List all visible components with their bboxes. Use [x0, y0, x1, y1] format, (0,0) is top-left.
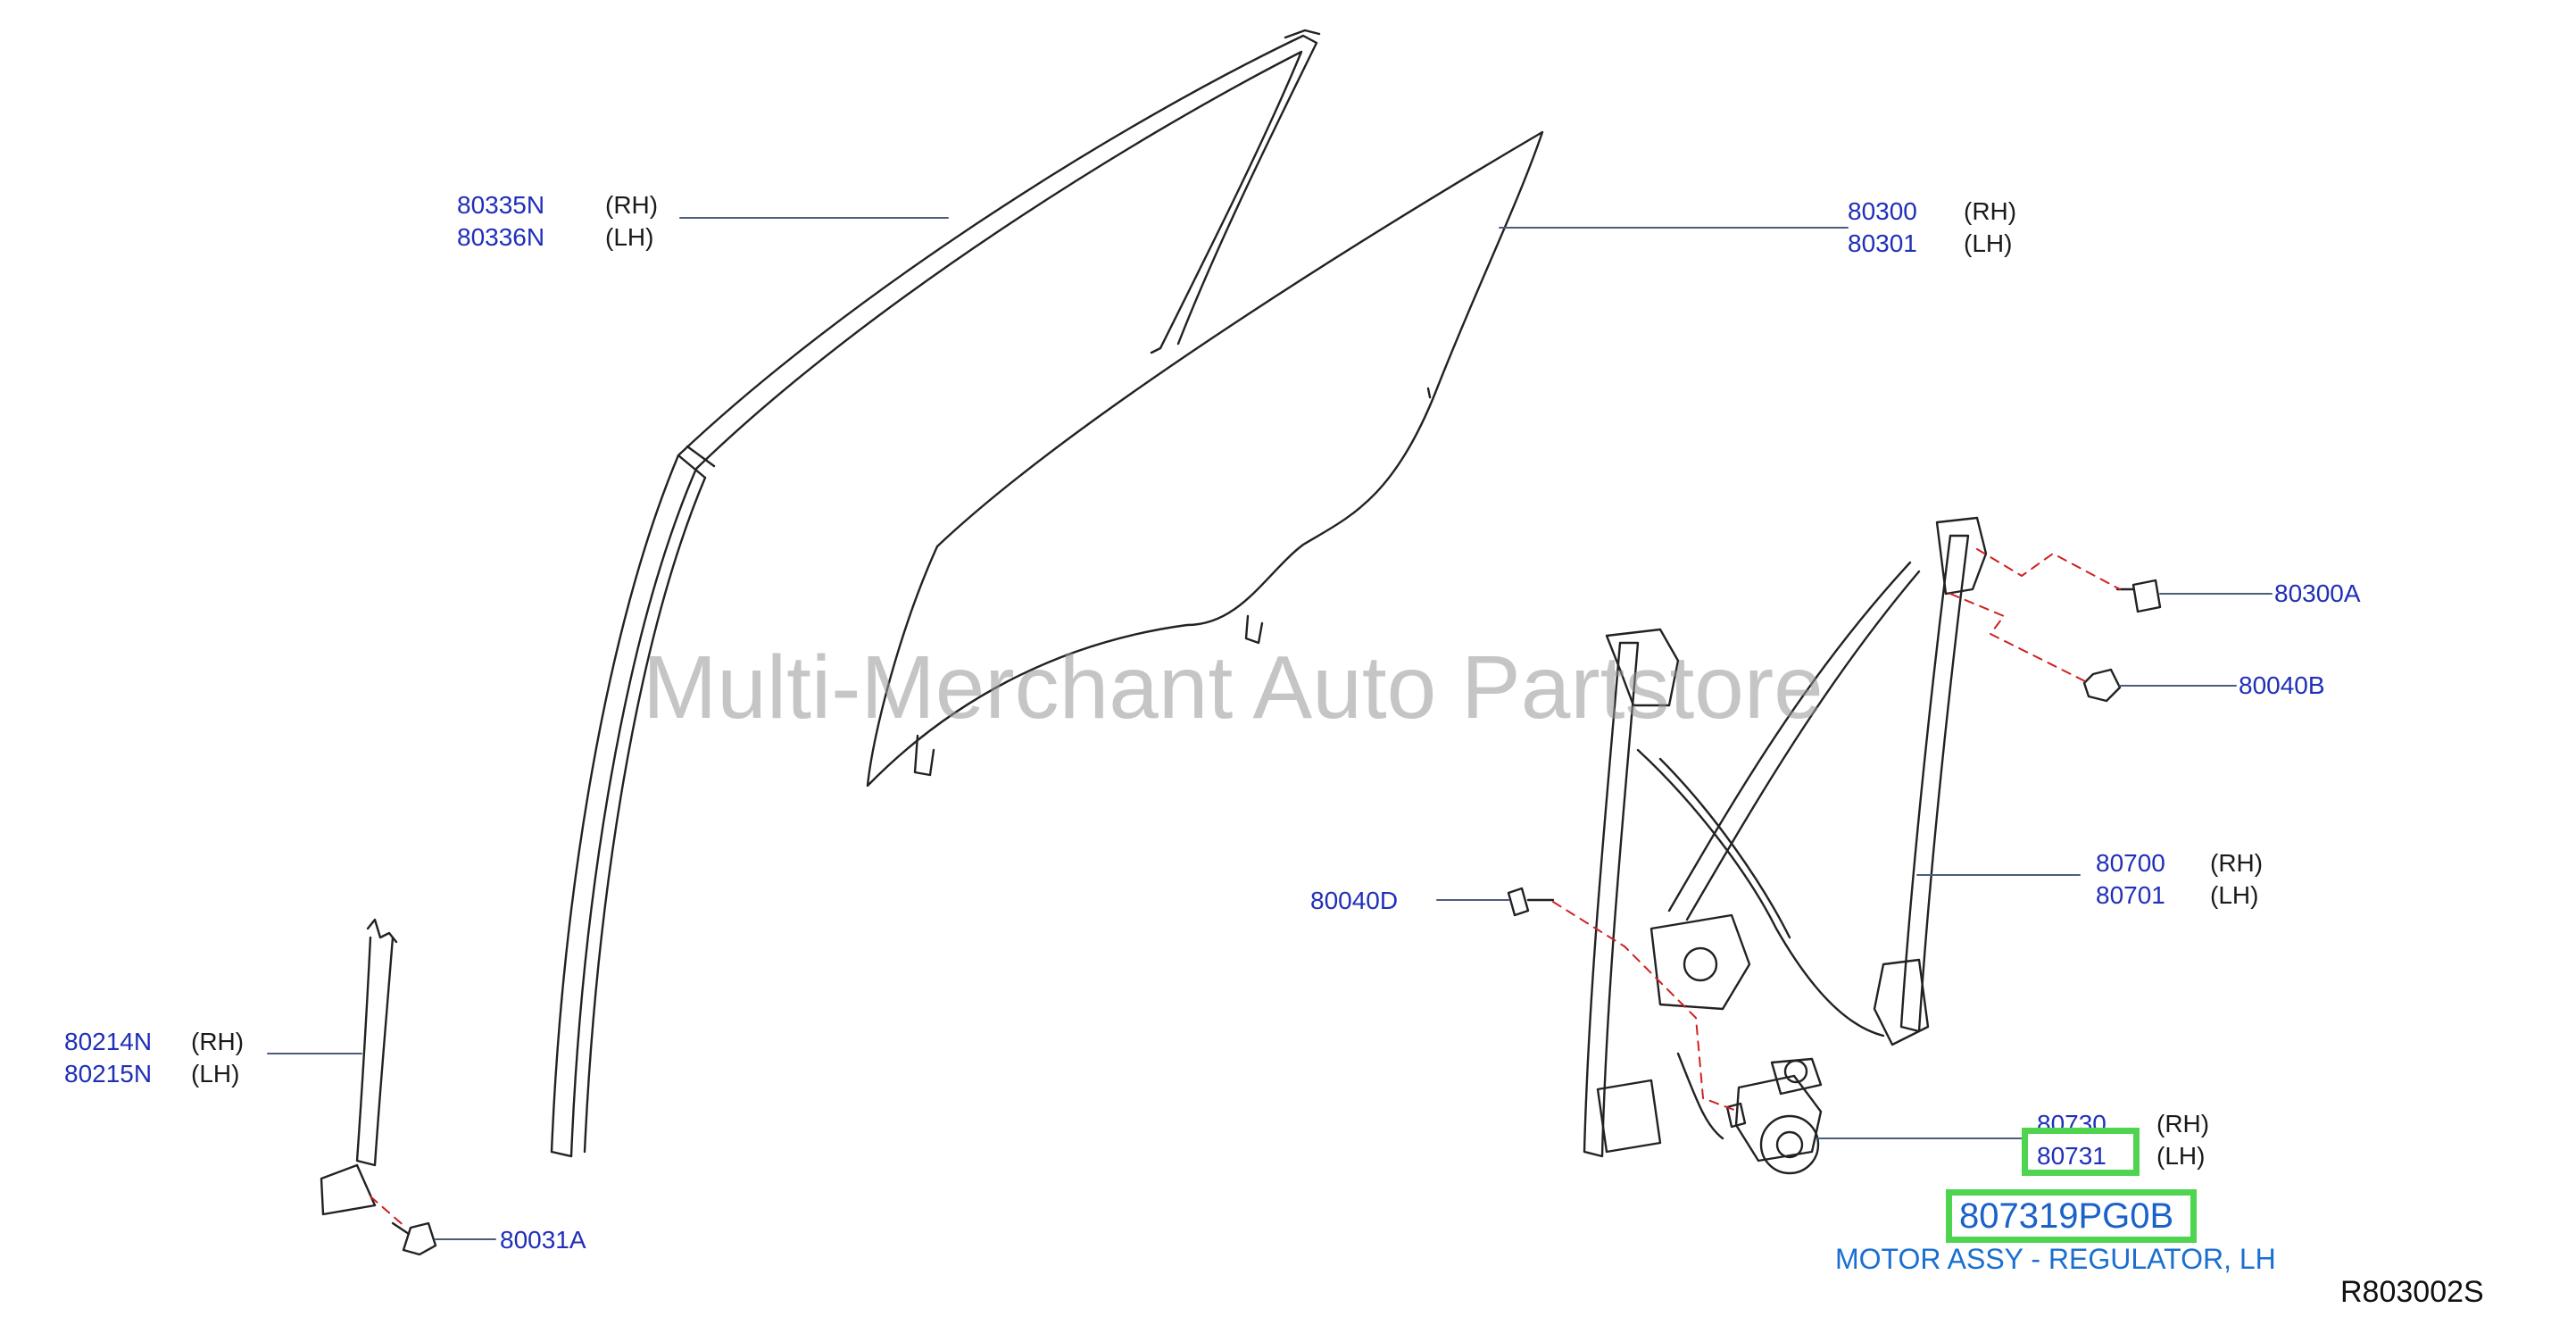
callout-motor-lh[interactable]: 80731	[2037, 1142, 2107, 1170]
callout-bolt-b[interactable]: 80040B	[2239, 671, 2325, 699]
callout-glass-rh-side: (RH)	[1964, 197, 2017, 225]
part-description: MOTOR ASSY - REGULATOR, LH	[1835, 1243, 2276, 1275]
callout-sash-rh[interactable]: 80335N	[457, 191, 545, 219]
callout-sash-lh-side: (LH)	[605, 223, 654, 251]
callout-moulding-lh[interactable]: 80215N	[64, 1060, 153, 1088]
callout-regulator-lh-side: (LH)	[2210, 881, 2259, 909]
diagram-code: R803002S	[2340, 1275, 2484, 1309]
highlighted-part-number[interactable]: 807319PG0B	[1959, 1196, 2174, 1236]
callout-sash-rh-side: (RH)	[605, 191, 659, 219]
door-sash	[550, 29, 1321, 1158]
motor-lh-highlight-box	[2022, 1128, 2140, 1176]
callout-glass-rh[interactable]: 80300	[1848, 197, 1917, 225]
callout-moulding-rh[interactable]: 80214N	[64, 1028, 153, 1055]
callout-bolt-d[interactable]: 80040D	[1310, 887, 1399, 914]
window-regulator	[1583, 516, 1988, 1158]
callout-glass-lh-side: (LH)	[1964, 229, 2013, 257]
callout-regulator-lh[interactable]: 80701	[2096, 881, 2165, 909]
callout-clip[interactable]: 80031A	[500, 1226, 586, 1254]
callout-glass-lh[interactable]: 80301	[1848, 229, 1917, 257]
front-moulding	[320, 918, 398, 1216]
callout-moulding-rh-side: (RH)	[191, 1028, 245, 1055]
callout-regulator-rh[interactable]: 80700	[2096, 849, 2165, 877]
leader-lines	[267, 217, 2273, 1240]
assembly-dashes	[370, 548, 2121, 1229]
callout-sash-lh[interactable]: 80336N	[457, 223, 545, 251]
callout-moulding-lh-side: (LH)	[191, 1060, 240, 1088]
callout-bolt-a[interactable]: 80300A	[2274, 579, 2361, 607]
part-number-highlight-box	[1946, 1189, 2197, 1243]
callout-motor-rh-side: (RH)	[2156, 1110, 2210, 1138]
regulator-motor	[1725, 1057, 1823, 1175]
callout-regulator-rh-side: (RH)	[2210, 849, 2264, 877]
watermark: Multi-Merchant Auto Partstore	[643, 638, 1824, 738]
door-glass	[866, 130, 1544, 788]
callout-motor-lh-side: (LH)	[2156, 1142, 2206, 1170]
